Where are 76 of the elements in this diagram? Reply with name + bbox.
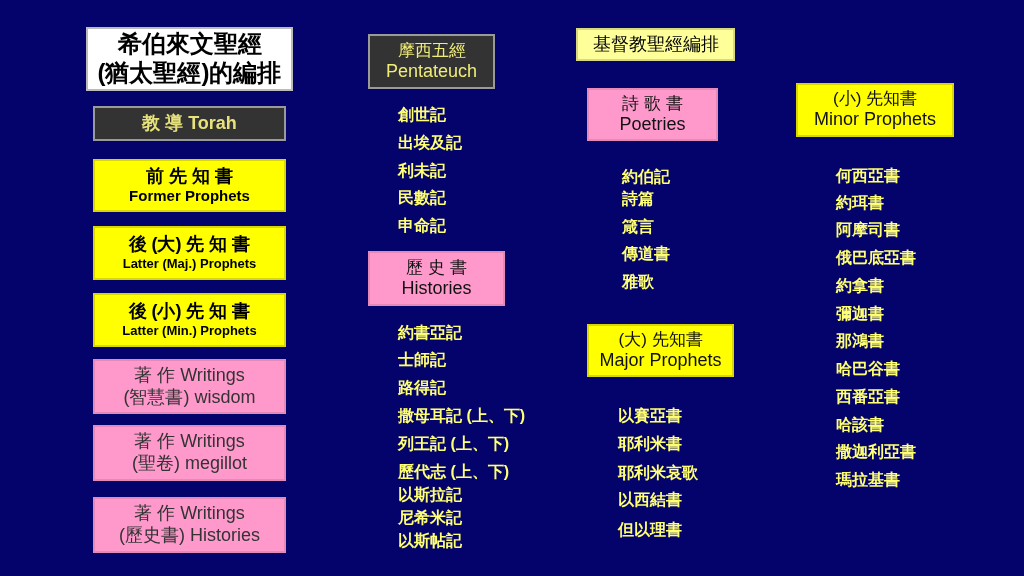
- category-title: 前 先 知 書: [146, 165, 233, 188]
- heading-box: [576, 28, 735, 61]
- book-name: 那鴻書: [836, 331, 884, 351]
- category-title: 著 作 Writings: [134, 364, 245, 387]
- heading-text: 希伯來文聖經: [117, 30, 262, 59]
- category-title: 摩西五經: [397, 40, 466, 61]
- category-box: [93, 293, 286, 347]
- book-name: 尼希米記: [398, 508, 462, 528]
- book-name: 以西結書: [618, 490, 682, 510]
- category-subtitle: (聖卷) megillot: [132, 453, 247, 475]
- category-box: [368, 251, 505, 306]
- category-title: 著 作 Writings: [134, 503, 245, 525]
- book-name: 耶利米哀歌: [618, 463, 698, 483]
- category-title: 教 導 Torah: [142, 112, 237, 135]
- category-box: [93, 359, 286, 414]
- category-title: (小) 先知書: [832, 89, 917, 110]
- heading-box: [86, 27, 293, 91]
- book-name: 耶利米書: [618, 434, 682, 454]
- book-name: 約珥書: [836, 193, 884, 213]
- category-box: [587, 324, 734, 377]
- category-title: 詩 歌 書: [622, 93, 683, 114]
- book-name: 出埃及記: [398, 133, 462, 153]
- category-subtitle: Histories: [401, 277, 472, 300]
- book-name: 傳道書: [622, 244, 670, 264]
- book-name: 約書亞記: [398, 323, 462, 343]
- book-name: 哈巴谷書: [836, 359, 900, 379]
- category-subtitle: Pentateuch: [385, 60, 478, 83]
- book-name: 以賽亞書: [618, 406, 682, 426]
- book-name: 以斯拉記: [398, 485, 462, 505]
- book-name: 何西亞書: [836, 166, 900, 186]
- heading-text: 基督教聖經編排: [592, 33, 719, 56]
- book-name: 俄巴底亞書: [836, 248, 916, 268]
- category-subtitle: Minor Prophets: [813, 109, 937, 131]
- book-name: 哈該書: [836, 415, 884, 435]
- category-subtitle: (歷史書) Histories: [119, 525, 260, 547]
- category-title: 後 (小) 先 知 書: [128, 301, 251, 323]
- category-subtitle: Latter (Min.) Prophets: [122, 323, 257, 339]
- heading-text: (猶太聖經)的編排: [97, 59, 282, 88]
- book-name: 列王記 (上、下): [398, 434, 510, 454]
- book-name: 申命記: [398, 216, 446, 236]
- book-name: 歷代志 (上、下): [398, 462, 510, 482]
- book-name: 瑪拉基書: [836, 470, 900, 490]
- category-subtitle: Former Prophets: [129, 187, 250, 206]
- book-name: 彌迦書: [836, 304, 884, 324]
- book-name: 但以理書: [618, 520, 682, 540]
- category-title: (大) 先知書: [618, 329, 703, 350]
- book-name: 西番亞書: [836, 387, 900, 407]
- category-box: [93, 226, 286, 280]
- book-name: 詩篇: [622, 189, 654, 209]
- book-name: 雅歌: [622, 272, 654, 292]
- category-subtitle: Major Prophets: [599, 349, 722, 372]
- book-name: 創世記: [398, 105, 446, 125]
- category-box: [796, 83, 954, 137]
- book-name: 阿摩司書: [836, 220, 900, 240]
- category-box: [93, 159, 286, 212]
- book-name: 路得記: [398, 378, 446, 398]
- category-box: [93, 425, 286, 481]
- book-name: 利未記: [398, 161, 446, 181]
- category-box: [93, 106, 286, 141]
- book-name: 士師記: [398, 350, 446, 370]
- category-subtitle: (智慧書) wisdom: [123, 386, 256, 409]
- book-name: 約拿書: [836, 276, 884, 296]
- book-name: 箴言: [622, 217, 654, 237]
- category-box: [368, 34, 495, 89]
- category-subtitle: Latter (Maj.) Prophets: [122, 256, 257, 272]
- book-name: 以斯帖記: [398, 531, 462, 551]
- book-name: 撒母耳記 (上、下): [398, 406, 526, 426]
- book-name: 民數記: [398, 188, 446, 208]
- category-box: [587, 88, 718, 141]
- category-subtitle: Poetries: [619, 113, 686, 136]
- book-name: 撒迦利亞書: [836, 442, 916, 462]
- category-title: 著 作 Writings: [134, 431, 245, 453]
- book-name: 約伯記: [622, 167, 670, 187]
- category-box: [93, 497, 286, 553]
- category-title: 後 (大) 先 知 書: [128, 234, 251, 256]
- category-title: 歷 史 書: [406, 257, 467, 278]
